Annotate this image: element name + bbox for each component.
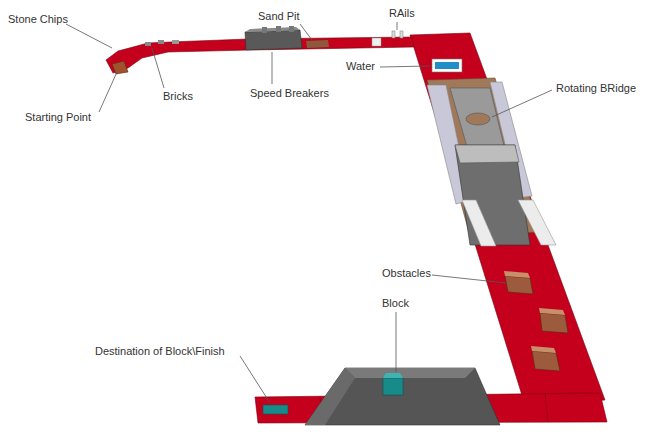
- speed-breaker-block: [245, 30, 302, 50]
- part-label: Sand Pit: [258, 10, 300, 23]
- obstacle-top: [504, 271, 530, 278]
- platform-top: [345, 368, 475, 378]
- obstacle-top: [531, 346, 556, 353]
- rail: [400, 31, 403, 38]
- leader-line: [240, 356, 270, 403]
- rotating-bridge: [466, 113, 490, 125]
- speed-breaker: [289, 26, 294, 32]
- bridge-tube: [450, 88, 505, 150]
- part-label: RAils: [389, 7, 415, 20]
- leader-line: [432, 275, 506, 283]
- leader-line: [380, 66, 430, 67]
- part-label: Stone Chips: [8, 13, 68, 26]
- part-label: Bricks: [163, 90, 193, 103]
- stone-chip: [145, 42, 151, 46]
- track-box: [372, 38, 381, 46]
- block: [383, 378, 403, 395]
- part-label: Speed Breakers: [250, 87, 329, 100]
- speed-breaker-top: [245, 27, 300, 32]
- track-seam: [545, 394, 548, 422]
- bridge-block-top: [455, 145, 519, 163]
- obstacle: [540, 313, 568, 333]
- bridge-block: [455, 145, 530, 245]
- speed-breaker: [262, 27, 267, 33]
- water: [435, 62, 459, 69]
- leader-line: [152, 48, 164, 88]
- brick: [172, 40, 179, 44]
- obstacle: [505, 276, 533, 294]
- part-label: Obstacles: [382, 267, 431, 280]
- leader-line: [300, 24, 312, 40]
- platform: [305, 368, 500, 425]
- leader-line: [99, 72, 117, 112]
- start-tile: [112, 61, 128, 74]
- platform-side: [305, 368, 355, 425]
- destination-tile: [263, 405, 288, 414]
- speed-breaker: [276, 26, 281, 32]
- stone-chip: [158, 40, 164, 44]
- leader-line: [397, 22, 398, 30]
- sand-pit: [306, 40, 329, 48]
- ramp: [518, 200, 556, 245]
- ramp: [462, 200, 496, 246]
- obstacle-top: [539, 308, 565, 315]
- part-label: Water: [346, 60, 375, 73]
- leader-line: [396, 312, 397, 372]
- obstacle: [532, 351, 560, 371]
- block-top: [383, 373, 403, 378]
- part-label: Block: [382, 297, 409, 310]
- rail: [392, 31, 395, 38]
- leader-line: [66, 24, 112, 48]
- leader-lines: [66, 22, 552, 403]
- part-label: Starting Point: [25, 111, 91, 124]
- water-frame: [432, 59, 462, 72]
- part-label: Destination of Block\Finish: [95, 345, 225, 358]
- leader-line: [492, 90, 552, 117]
- leader-line: [272, 52, 273, 84]
- part-label: Rotating BRidge: [556, 82, 636, 95]
